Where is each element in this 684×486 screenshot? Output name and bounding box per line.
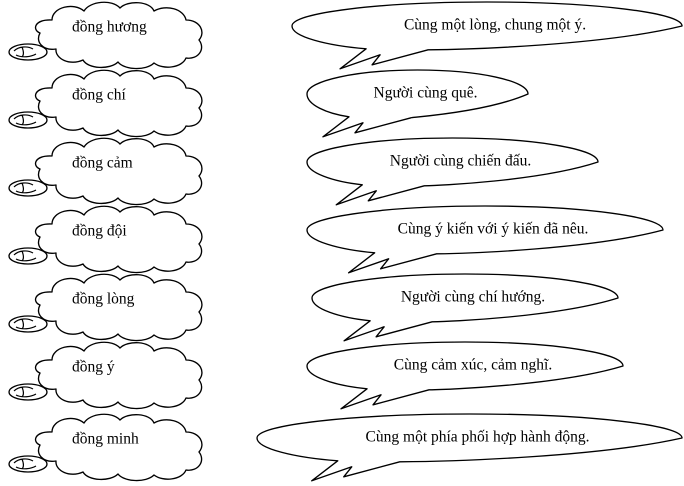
term-cloud[interactable]: đồng ý (0, 340, 230, 410)
thought-cloud-icon (34, 273, 203, 342)
definition-label: Cùng một lòng, chung một ý. (404, 17, 586, 34)
thought-cloud-icon (34, 137, 203, 206)
term-cloud[interactable]: đồng chí (0, 68, 230, 138)
term-label: đồng ý (72, 359, 115, 376)
thought-tail-icon (8, 247, 48, 265)
definition-balloon[interactable]: Người cùng quê. (305, 68, 530, 138)
speech-balloon-icon (291, 1, 683, 70)
term-label: đồng đội (72, 223, 127, 240)
match-row: đồng hương Cùng một lòng, chung một ý. (0, 0, 684, 70)
definition-label: Người cùng quê. (374, 85, 478, 102)
match-row: đồng lòng Người cùng chí hướng. (0, 272, 684, 342)
term-cloud[interactable]: đồng đội (0, 204, 230, 274)
term-label: đồng lòng (72, 291, 135, 308)
match-row: đồng minh Cùng một phía phối hợp hành độn… (0, 412, 684, 482)
thought-tail-icon (8, 111, 48, 129)
definition-balloon[interactable]: Người cùng chí hướng. (310, 272, 620, 342)
match-row: đồng chí Người cùng quê. (0, 68, 684, 138)
thought-cloud-icon (34, 205, 203, 274)
term-cloud[interactable]: đồng lòng (0, 272, 230, 342)
thought-cloud-icon (34, 69, 203, 138)
thought-tail-icon (8, 43, 48, 61)
match-row: đồng cảm Người cùng chiến đấu. (0, 136, 684, 206)
definition-balloon[interactable]: Người cùng chiến đấu. (305, 136, 600, 206)
thought-tail-icon (8, 179, 48, 197)
term-cloud[interactable]: đồng minh (0, 412, 230, 482)
thought-cloud-icon (34, 341, 203, 410)
definition-balloon[interactable]: Cùng cảm xúc, cảm nghĩ. (305, 340, 625, 410)
definition-label: Cùng một phía phối hợp hành động. (366, 429, 590, 446)
term-label: đồng cảm (72, 155, 133, 172)
match-row: đồng đội Cùng ý kiến với ý kiến đã nêu. (0, 204, 684, 274)
thought-tail-icon (8, 455, 48, 473)
definition-label: Người cùng chiến đấu. (390, 153, 531, 170)
definition-balloon[interactable]: Cùng một lòng, chung một ý. (290, 0, 684, 70)
term-cloud[interactable]: đồng hương (0, 0, 230, 70)
thought-cloud-icon (34, 1, 203, 70)
speech-balloon-icon (311, 273, 619, 342)
term-cloud[interactable]: đồng cảm (0, 136, 230, 206)
speech-balloon-icon (306, 341, 624, 410)
speech-balloon-icon (306, 137, 599, 206)
term-label: đồng chí (72, 87, 127, 104)
definition-label: Cùng ý kiến với ý kiến đã nêu. (398, 221, 589, 238)
definition-balloon[interactable]: Cùng một phía phối hợp hành động. (255, 412, 684, 482)
term-label: đồng minh (72, 431, 139, 448)
speech-balloon-icon (306, 69, 529, 138)
definition-label: Cùng cảm xúc, cảm nghĩ. (394, 357, 552, 374)
definition-balloon[interactable]: Cùng ý kiến với ý kiến đã nêu. (305, 204, 665, 274)
term-label: đồng hương (72, 19, 147, 36)
speech-balloon-icon (306, 205, 664, 274)
speech-balloon-icon (256, 413, 683, 482)
thought-tail-icon (8, 383, 48, 401)
thought-tail-icon (8, 315, 48, 333)
definition-label: Người cùng chí hướng. (401, 289, 545, 306)
thought-cloud-icon (34, 413, 203, 482)
match-row: đồng ý Cùng cảm xúc, cảm nghĩ. (0, 340, 684, 410)
